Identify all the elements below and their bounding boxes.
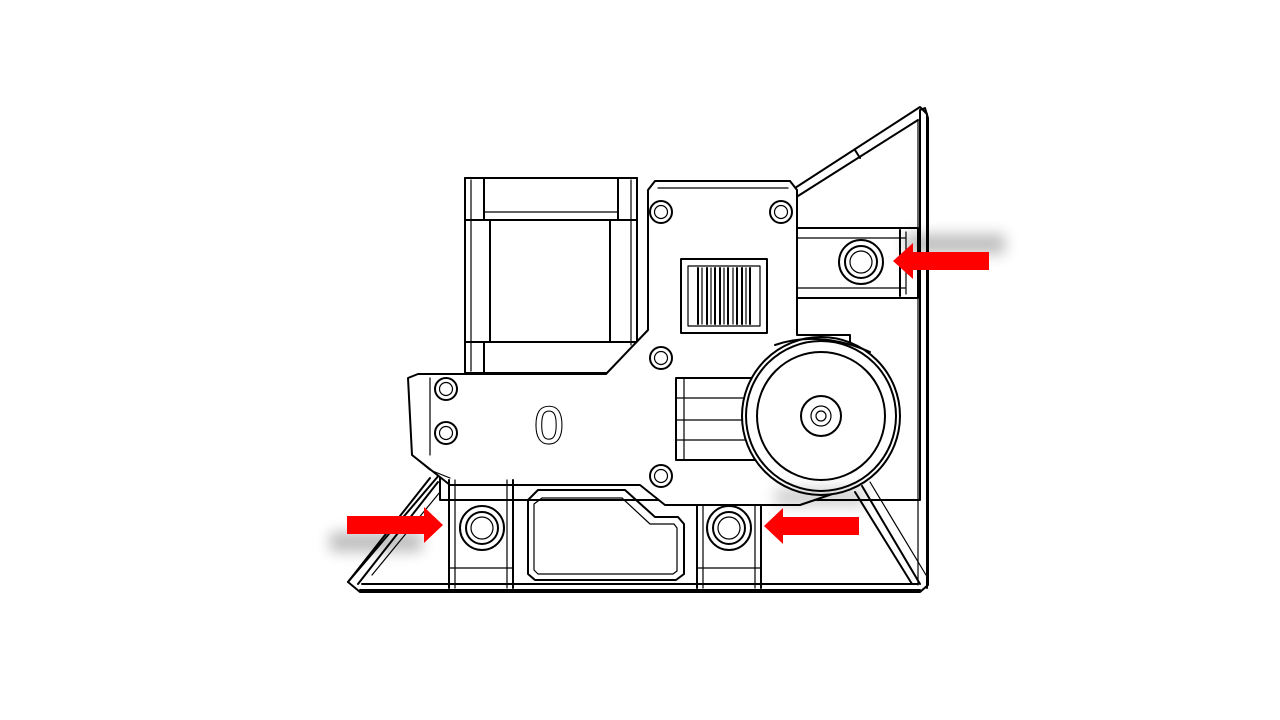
screw-icon bbox=[649, 346, 673, 370]
pulley-icon bbox=[741, 336, 901, 496]
screw-icon bbox=[649, 464, 673, 488]
callout-arrows bbox=[330, 234, 1005, 552]
screw-icon bbox=[434, 421, 458, 445]
screw-icon bbox=[706, 505, 752, 551]
screw-icon bbox=[434, 377, 458, 401]
arrow-icon bbox=[330, 507, 443, 552]
label-window bbox=[680, 258, 768, 334]
stepper-motor-icon bbox=[464, 177, 638, 374]
main-bracket-plate: 0 bbox=[407, 180, 851, 506]
screw-icon bbox=[459, 505, 505, 551]
arrow-icon bbox=[893, 234, 1005, 279]
slide-block bbox=[675, 377, 767, 461]
right-screw-boss bbox=[797, 227, 919, 299]
barcode-pattern bbox=[697, 267, 751, 325]
lower-frame-details bbox=[448, 479, 762, 589]
screw-icon bbox=[838, 239, 884, 285]
screw-icon bbox=[769, 200, 793, 224]
arrow-icon bbox=[764, 488, 865, 544]
part-number-label: 0 bbox=[535, 397, 564, 455]
screw-icon bbox=[649, 200, 673, 224]
